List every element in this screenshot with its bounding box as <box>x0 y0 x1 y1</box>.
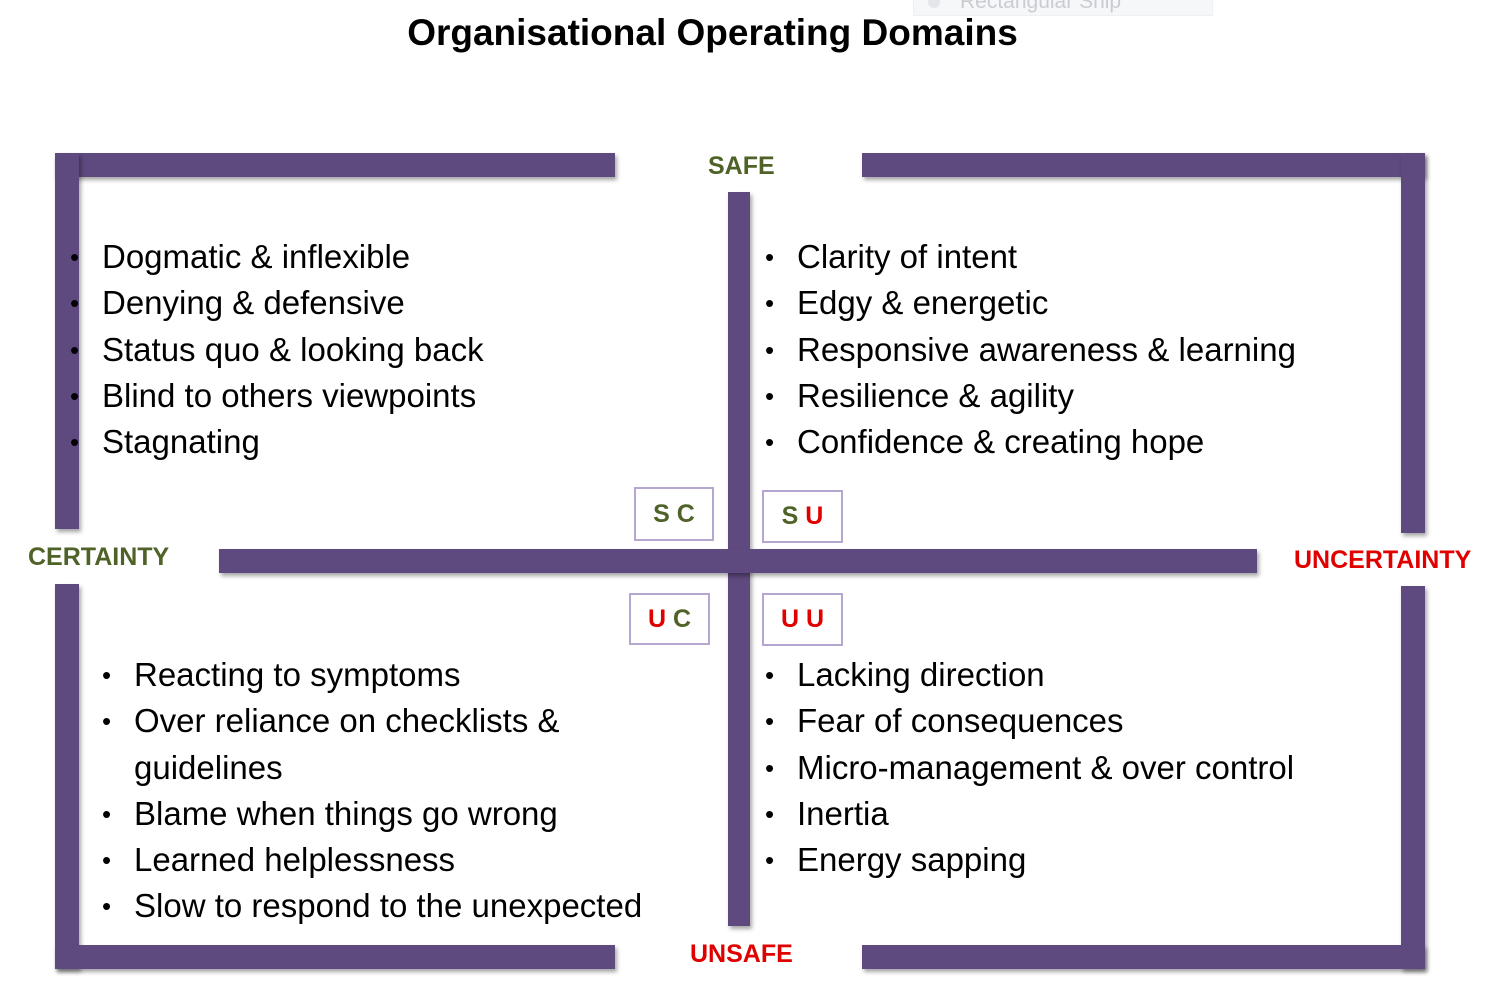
list-item: Energy sapping <box>765 837 1385 884</box>
code-box-sc: S C <box>634 487 714 541</box>
frame-bottom-left <box>55 945 615 969</box>
list-item: Clarity of intent <box>765 234 1385 281</box>
code-uc-second: C <box>672 605 692 633</box>
list-item: Status quo & looking back <box>70 327 710 374</box>
list-item: Confidence & creating hope <box>765 419 1385 466</box>
list-item: Stagnating <box>70 419 710 466</box>
code-box-uc: U C <box>629 593 710 645</box>
axis-label-safe: SAFE <box>708 151 775 181</box>
list-item: Inertia <box>765 791 1385 838</box>
quadrant-su-list: Clarity of intent Edgy & energetic Respo… <box>765 234 1385 466</box>
code-box-uu: U U <box>762 593 843 646</box>
code-uu-second: U <box>805 605 825 633</box>
code-box-su: S U <box>762 490 843 543</box>
snip-tool-overlay: Rectangular Snip <box>913 0 1213 16</box>
list-item: Dogmatic & inflexible <box>70 234 710 281</box>
list-item: Blind to others viewpoints <box>70 373 710 420</box>
quadrant-uc-list: Reacting to symptoms Over reliance on ch… <box>102 652 702 930</box>
list-item: Lacking direction <box>765 652 1385 699</box>
list-item: Blame when things go wrong <box>102 791 702 838</box>
list-item: Responsive awareness & learning <box>765 327 1385 374</box>
list-item: Over reliance on checklists & guidelines <box>102 698 624 791</box>
axis-label-unsafe: UNSAFE <box>690 939 793 969</box>
frame-bottom-right <box>862 945 1425 969</box>
list-item: Learned helplessness <box>102 837 702 884</box>
record-dot-icon <box>928 0 940 8</box>
axis-label-uncertainty: UNCERTAINTY <box>1294 545 1478 575</box>
list-item: Resilience & agility <box>765 373 1385 420</box>
list-item: Slow to respond to the unexpected <box>102 883 702 930</box>
frame-top-left <box>55 153 615 177</box>
frame-right-lower <box>1401 586 1425 969</box>
frame-left-lower <box>55 584 79 969</box>
list-item: Fear of consequences <box>765 698 1385 745</box>
snip-tool-label: Rectangular Snip <box>960 0 1122 13</box>
code-su-second: U <box>805 502 824 530</box>
diagram-title: Organisational Operating Domains <box>407 12 1018 53</box>
list-item: Denying & defensive <box>70 280 710 327</box>
code-uc-first: U <box>647 605 667 633</box>
code-su-first: S <box>781 502 799 530</box>
list-item: Reacting to symptoms <box>102 652 702 699</box>
list-item: Micro-management & over control <box>765 745 1385 792</box>
list-item: Edgy & energetic <box>765 280 1385 327</box>
code-sc-first: S <box>653 500 670 528</box>
axis-label-certainty: CERTAINTY <box>28 542 218 572</box>
frame-top-right <box>862 153 1425 177</box>
code-uu-first: U <box>780 605 800 633</box>
frame-right-upper <box>1401 153 1425 533</box>
horizontal-axis-bar <box>219 549 1257 573</box>
quadrant-uu-list: Lacking direction Fear of consequences M… <box>765 652 1385 884</box>
quadrant-sc-list: Dogmatic & inflexible Denying & defensiv… <box>70 234 710 466</box>
code-sc-second: C <box>676 500 695 528</box>
